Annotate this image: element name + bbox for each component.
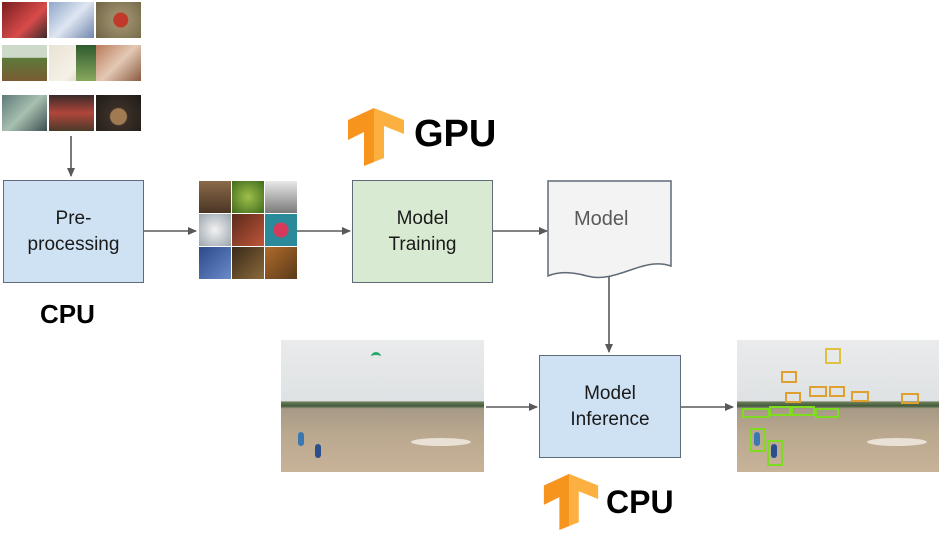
dataset-thumb	[96, 95, 141, 131]
detection-box	[809, 386, 827, 397]
detection-box	[769, 406, 793, 416]
detection-box	[750, 428, 766, 452]
person-figure	[315, 444, 321, 458]
detection-box	[742, 408, 770, 418]
model-training-box: Model Training	[352, 180, 493, 283]
tensorflow-logo-icon	[543, 473, 599, 531]
wave-line	[867, 438, 927, 446]
batch-tile	[199, 214, 231, 246]
detection-box	[781, 371, 797, 383]
dataset-thumb	[49, 95, 94, 131]
dataset-thumb	[96, 2, 141, 38]
detection-box	[767, 440, 783, 466]
batch-tile	[232, 247, 264, 279]
detection-box	[829, 386, 845, 397]
detection-box	[785, 392, 801, 403]
cpu-preprocessing-label: CPU	[40, 299, 95, 329]
inference-label-line1: Model	[584, 382, 636, 404]
dataset-thumb	[49, 2, 94, 38]
detection-box	[815, 408, 839, 418]
dataset-thumb	[2, 45, 47, 81]
preprocessing-label-line1: Pre-	[55, 207, 92, 229]
inference-input-photo	[281, 340, 484, 472]
gpu-training-label: GPU	[414, 113, 497, 155]
batch-tile	[265, 247, 297, 279]
preprocessing-box: Pre- processing	[3, 180, 144, 283]
detection-box	[851, 391, 869, 402]
batch-tile	[199, 181, 231, 213]
model-document-shape	[547, 180, 672, 279]
detection-box	[789, 406, 815, 416]
inference-label-line2: Inference	[570, 408, 650, 430]
person-figure	[771, 444, 777, 458]
model-document-label: Model	[574, 208, 629, 230]
batch-tile	[265, 181, 297, 213]
batch-tile	[232, 214, 264, 246]
training-label-line2: Training	[388, 233, 457, 255]
person-figure	[298, 432, 304, 446]
detection-box	[901, 393, 919, 404]
dataset-thumb	[76, 45, 96, 81]
dataset-thumb	[96, 45, 141, 81]
inference-output-photo	[737, 340, 939, 472]
preprocessing-label-line2: processing	[27, 233, 120, 255]
person-figure	[754, 432, 760, 446]
dataset-thumb	[2, 95, 47, 131]
kite-shape	[371, 352, 381, 361]
batch-tile	[199, 247, 231, 279]
tensorflow-logo-icon	[348, 108, 404, 166]
detection-box	[825, 348, 841, 364]
batch-tile	[265, 214, 297, 246]
batch-tile	[232, 181, 264, 213]
training-label-line1: Model	[396, 207, 449, 229]
dataset-thumb	[2, 2, 47, 38]
cpu-inference-label: CPU	[606, 484, 674, 520]
model-inference-box: Model Inference	[539, 355, 681, 458]
wave-line	[411, 438, 471, 446]
